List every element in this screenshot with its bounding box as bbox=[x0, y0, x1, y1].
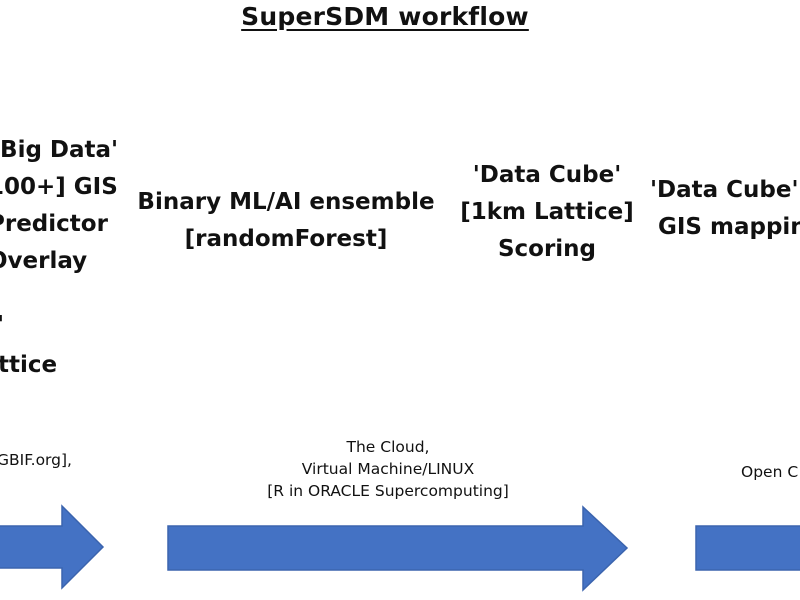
flow-arrow-right bbox=[695, 525, 800, 571]
stage-line: The Cloud, bbox=[346, 438, 430, 456]
lattice-text-fragment: ttice bbox=[0, 352, 58, 378]
step-data-cube-scoring: 'Data Cube' [1km Lattice] Scoring bbox=[457, 157, 637, 268]
stage-line: Virtual Machine/LINUX bbox=[301, 460, 475, 478]
step-line: [randomForest] bbox=[184, 226, 388, 252]
stage-line: [R in ORACLE Supercomputing] bbox=[267, 482, 509, 500]
diagram-title: SuperSDM workflow bbox=[241, 2, 529, 31]
step-line: 'Data Cube' bbox=[472, 162, 622, 188]
step-line: 'Data Cube' bbox=[650, 177, 799, 203]
stage-label-gbif: GBIF.org], bbox=[0, 451, 72, 469]
stage-label-open: Open C bbox=[741, 463, 799, 481]
lattice-tick-fragment: ' bbox=[0, 307, 4, 344]
stage-label-cloud: The Cloud, Virtual Machine/LINUX [R in O… bbox=[218, 436, 558, 502]
step-gis-mapping: 'Data Cube' GIS mappin bbox=[650, 172, 800, 246]
step-line: GIS mappin bbox=[658, 214, 800, 240]
flow-arrow-middle bbox=[167, 505, 629, 592]
step-big-data-overlay: 'Big Data' 100+] GIS Predictor Overlay bbox=[0, 132, 118, 280]
step-line: 'Big Data' bbox=[0, 137, 119, 163]
step-line: Overlay bbox=[0, 248, 88, 274]
step-line: Predictor bbox=[0, 211, 108, 237]
flow-arrow-left bbox=[0, 504, 105, 590]
step-line: [1km Lattice] bbox=[460, 199, 634, 225]
step-line: 100+] GIS bbox=[0, 174, 118, 200]
step-ml-ensemble: Binary ML/AI ensemble [randomForest] bbox=[134, 184, 438, 258]
step-line: Binary ML/AI ensemble bbox=[137, 189, 435, 215]
step-line: Scoring bbox=[497, 236, 597, 262]
